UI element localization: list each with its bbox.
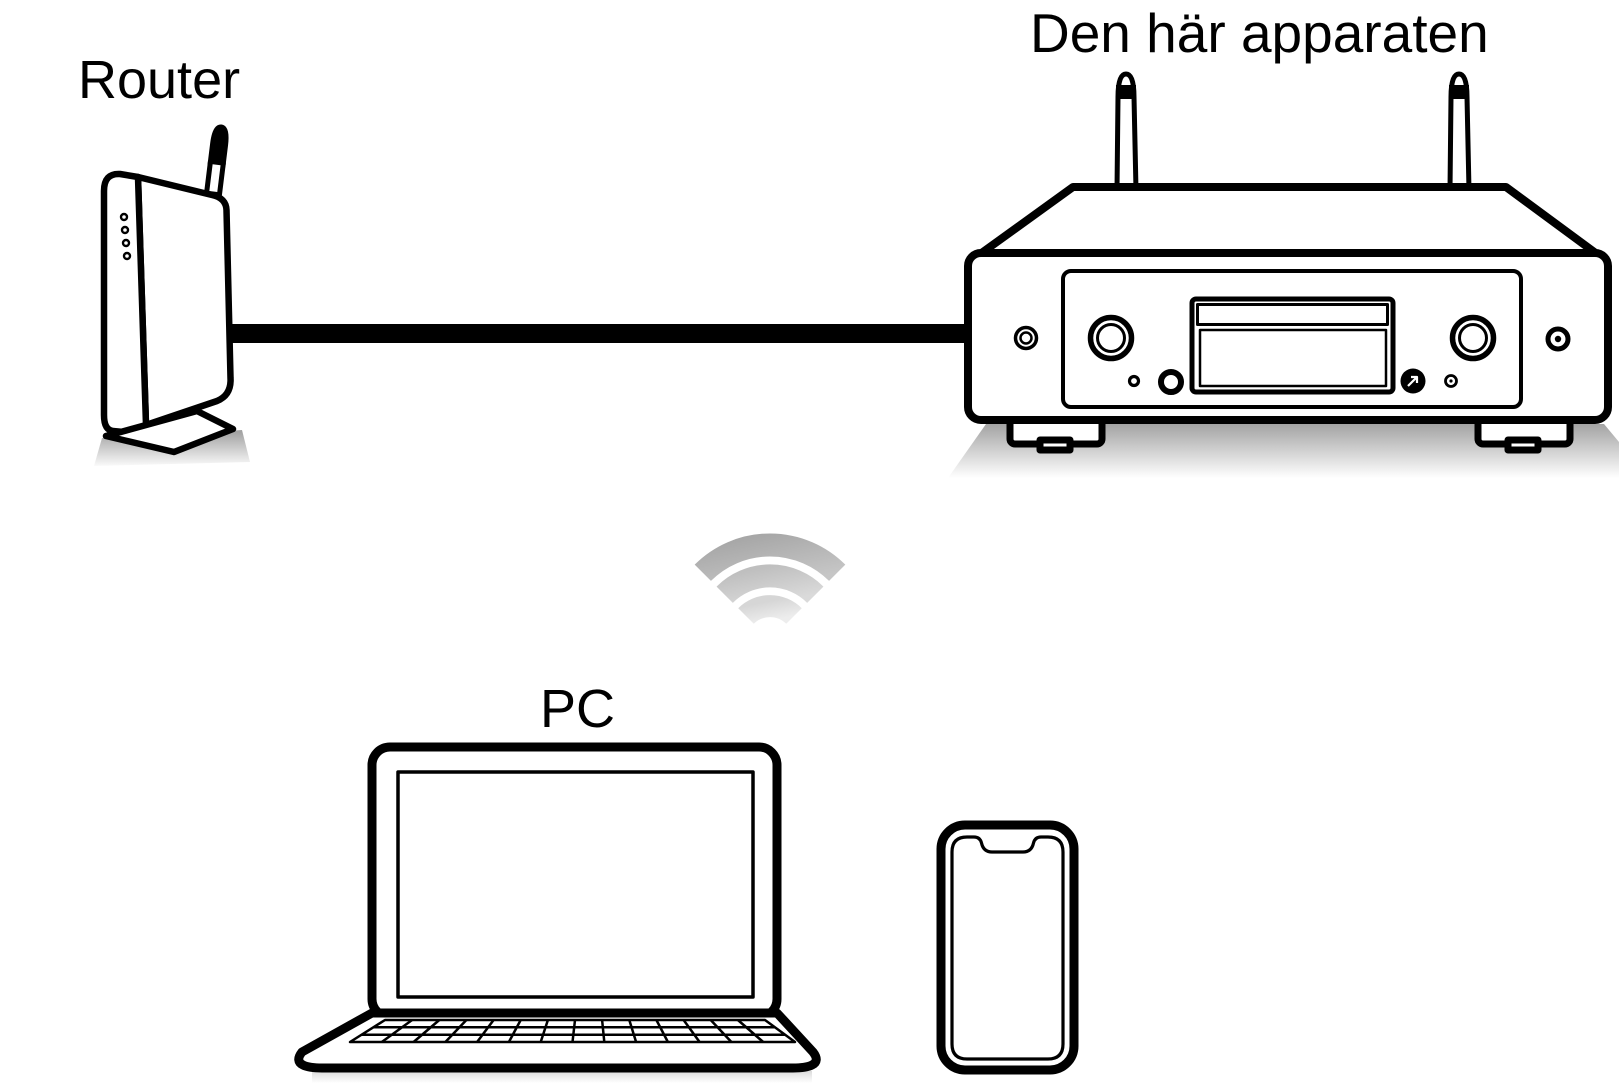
unit-display — [1189, 296, 1396, 395]
unit-power-button — [1013, 325, 1039, 351]
laptop-screen — [396, 770, 755, 999]
unit-eject-button — [1400, 368, 1426, 394]
laptop-keyboard — [348, 1018, 797, 1044]
unit-antenna-right-icon — [1447, 71, 1472, 191]
unit-label: Den här apparaten — [1030, 2, 1489, 64]
unit-shadow — [948, 424, 1619, 478]
router-device — [94, 124, 250, 466]
smartphone-device — [936, 820, 1079, 1075]
unit-button-far-right — [1545, 326, 1571, 352]
pc-label: PC — [540, 679, 615, 739]
ethernet-cable — [228, 324, 976, 343]
wifi-signal-icon — [694, 533, 846, 625]
unit-left-knob — [1087, 314, 1135, 362]
router-side-face — [134, 173, 234, 429]
smartphone-screen-with-notch — [950, 835, 1065, 1061]
unit-antenna-left-icon — [1114, 71, 1139, 191]
laptop-shadow — [312, 1071, 812, 1083]
router-label: Router — [78, 50, 240, 110]
unit-small-indicator-left — [1127, 374, 1141, 388]
unit-right-knob — [1449, 314, 1497, 362]
wifi-arc-outer — [694, 533, 846, 582]
unit-small-indicator-right — [1444, 374, 1458, 388]
wifi-arc-middle — [716, 564, 824, 604]
laptop-device — [294, 742, 821, 1083]
router-front-face — [100, 170, 150, 437]
wifi-arc-inner — [738, 595, 802, 625]
unit-disc-slot — [1196, 303, 1389, 326]
unit-button-left — [1158, 369, 1184, 395]
router-base-stand — [102, 407, 237, 456]
router-antenna-icon — [204, 124, 229, 198]
unit-top-panel — [972, 183, 1605, 261]
router-led-lights — [119, 212, 132, 261]
audio-unit-device — [948, 71, 1619, 478]
